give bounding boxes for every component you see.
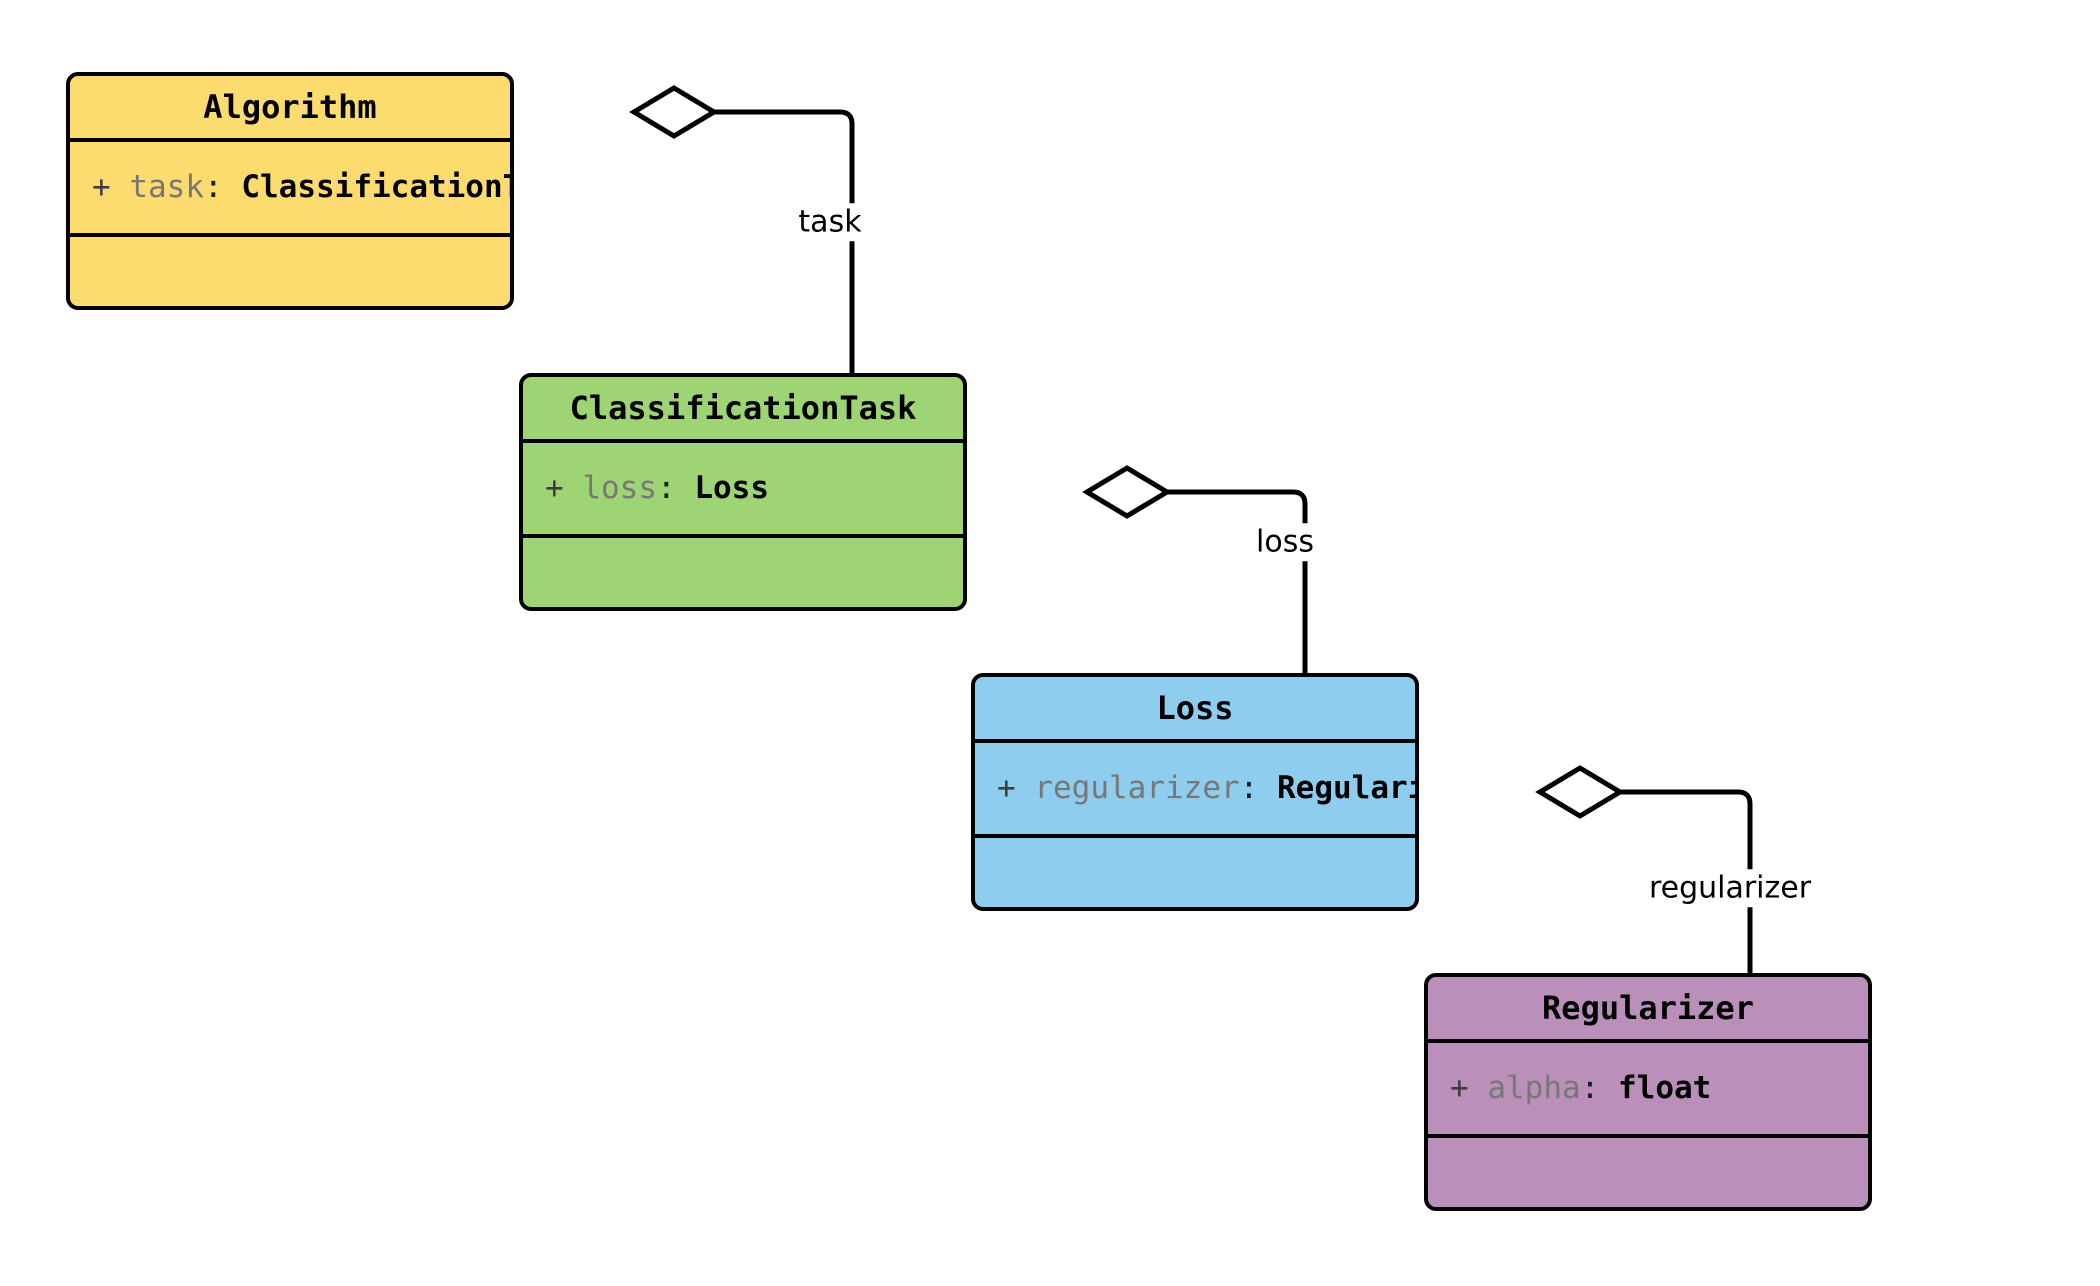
- attribute-name: alpha: [1487, 1070, 1581, 1106]
- attribute-type: ClassificationTask: [241, 169, 510, 205]
- relation-label-regularizer: regularizer: [1641, 869, 1819, 907]
- attribute-name: task: [129, 169, 204, 205]
- class-title-compartment: Algorithm: [70, 76, 510, 142]
- class-title-compartment: Loss: [975, 677, 1415, 743]
- relation-label-loss: loss: [1249, 523, 1321, 561]
- aggregation-diamond-task: [629, 85, 719, 139]
- attribute-type: float: [1618, 1070, 1712, 1106]
- attribute-separator: :: [1239, 770, 1259, 806]
- attribute-type: Loss: [694, 470, 769, 506]
- class-operations-compartment: [975, 838, 1415, 907]
- aggregation-diamond-loss: [1082, 465, 1172, 519]
- attribute-row: + alpha: float: [1450, 1073, 1711, 1104]
- class-name-label: Algorithm: [203, 88, 377, 126]
- attribute-row: + regularizer: Regularizer: [997, 770, 1415, 806]
- class-box-loss[interactable]: Loss + regularizer: Regularizer: [971, 673, 1419, 911]
- attribute-visibility: +: [545, 470, 564, 506]
- class-name-label: Regularizer: [1542, 989, 1754, 1027]
- class-box-algorithm[interactable]: Algorithm + task: ClassificationTask: [66, 72, 514, 310]
- class-operations-compartment: [523, 538, 963, 607]
- class-name-label: ClassificationTask: [569, 389, 917, 427]
- attribute-row: + task: ClassificationTask: [92, 169, 510, 205]
- relation-line-task: [712, 109, 855, 373]
- class-box-regularizer[interactable]: Regularizer + alpha: float: [1424, 973, 1872, 1211]
- class-operations-compartment: [1428, 1138, 1868, 1207]
- attribute-type: Regularizer: [1277, 770, 1415, 806]
- attribute-row: + loss: Loss: [545, 473, 769, 504]
- class-attributes-compartment: + task: ClassificationTask: [70, 142, 510, 237]
- relation-label-task: task: [791, 203, 869, 241]
- class-title-compartment: Regularizer: [1428, 977, 1868, 1043]
- attribute-visibility: +: [997, 770, 1016, 806]
- class-attributes-compartment: + loss: Loss: [523, 443, 963, 538]
- relation-line-loss: [1165, 489, 1308, 673]
- attribute-separator: :: [204, 169, 223, 205]
- attribute-name: loss: [582, 470, 657, 506]
- aggregation-diamond-regularizer: [1535, 765, 1625, 819]
- class-attributes-compartment: + alpha: float: [1428, 1043, 1868, 1138]
- class-title-compartment: ClassificationTask: [523, 377, 963, 443]
- attribute-name: regularizer: [1034, 770, 1240, 806]
- attribute-visibility: +: [1450, 1070, 1469, 1106]
- class-operations-compartment: [70, 237, 510, 306]
- attribute-separator: :: [1580, 1070, 1600, 1106]
- class-attributes-compartment: + regularizer: Regularizer: [975, 743, 1415, 838]
- attribute-separator: :: [657, 470, 676, 506]
- relation-classificationtask-loss[interactable]: [1082, 465, 1308, 673]
- attribute-visibility: +: [92, 169, 111, 205]
- class-name-label: Loss: [1156, 689, 1234, 727]
- class-box-classification-task[interactable]: ClassificationTask + loss: Loss: [519, 373, 967, 611]
